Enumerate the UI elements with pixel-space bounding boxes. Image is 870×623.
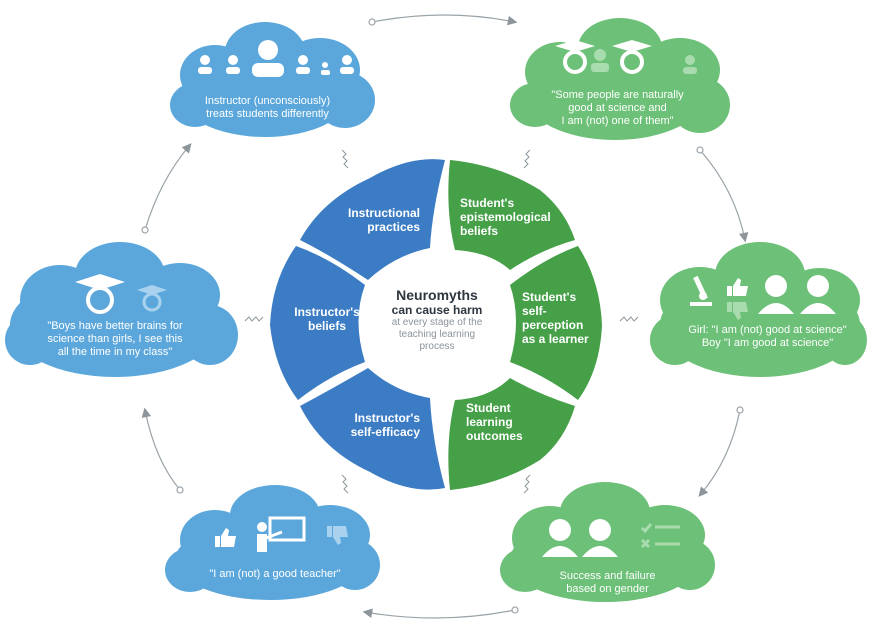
cloud-text-line: good at science and — [568, 102, 667, 114]
graduate-icon — [75, 274, 125, 314]
cloud-left-text: "Boys have better brains for science tha… — [20, 320, 210, 359]
cloud-right-text: Girl: "I am (not) good at science" Boy "… — [675, 324, 860, 350]
thumbs-down-icon — [727, 302, 748, 320]
segment-label-instructors-beliefs: Instructor's beliefs — [294, 305, 360, 333]
segment-student-learning-outcomes — [448, 378, 575, 490]
thumbs-up-icon — [215, 528, 236, 547]
segment-student-epistemological-beliefs — [448, 160, 575, 270]
arrow-top — [371, 14, 518, 26]
cloud-top-right-text: "Some people are naturally good at scien… — [530, 89, 705, 128]
arrow-top-start-dot — [368, 18, 376, 26]
segment-instructional-practices — [300, 159, 445, 280]
center-title: Neuromyths — [396, 287, 478, 303]
student-icon — [591, 49, 609, 72]
cloud-text-line: "Some people are naturally — [551, 89, 684, 101]
cloud-text-line: all the time in my class" — [57, 346, 173, 358]
cloud-bottom-right-icons — [542, 519, 680, 557]
teacher-icon — [257, 516, 306, 552]
thumbs-down-icon — [327, 526, 348, 545]
cycle-arrows — [141, 14, 749, 619]
microscope-icon — [690, 275, 712, 306]
center-subtitle: can cause harm — [391, 303, 483, 317]
cloud-text-line: "I am (not) a good teacher" — [209, 568, 341, 580]
girl-icon — [542, 519, 578, 557]
arrow-right-lower — [698, 409, 741, 497]
cloud-text-line: "Boys have better brains for — [47, 320, 183, 332]
cloud-text-line: based on gender — [566, 583, 649, 595]
thumbs-up-icon — [727, 278, 748, 296]
girl-icon — [758, 275, 794, 314]
cloud-top-right-icons — [555, 40, 697, 74]
center-desc-line: process — [419, 341, 455, 352]
checklist-icon — [640, 523, 680, 549]
cloud-text-line: treats students differently — [206, 108, 329, 120]
ring-segments — [270, 159, 602, 490]
segment-instructors-self-efficacy — [300, 368, 445, 490]
segment-student-self-perception — [510, 246, 602, 400]
segment-instructors-beliefs — [270, 246, 365, 400]
cloud-right-icons — [690, 275, 836, 320]
cloud-top-left-icons — [198, 40, 354, 77]
cloud-bottom-left-icons — [215, 516, 348, 552]
segment-label-student-self-perception: Student's self- perception as a learner — [522, 290, 589, 346]
cloud-text-line: Success and failure — [559, 570, 656, 582]
cloud-bottom-left — [165, 485, 380, 600]
arrow-bottom — [362, 608, 516, 619]
graduate-icon — [612, 40, 652, 74]
arrow-left-upper — [144, 143, 192, 231]
cloud-text-line: I am (not) one of them" — [561, 115, 674, 127]
cloud-text-line: Girl: "I am (not) good at science" — [688, 324, 847, 336]
center-desc-line: teaching learning — [398, 329, 476, 340]
segment-label-student-learning-outcomes: Student learning outcomes — [466, 401, 523, 443]
segment-label-student-epistemological-beliefs: Student's epistemological beliefs — [460, 196, 551, 238]
student-group-icon — [198, 40, 354, 77]
cloud-bottom-right-text: Success and failure based on gender — [525, 570, 690, 596]
student-icon — [683, 55, 697, 74]
segment-label-instructional-practices: Instructional practices — [347, 206, 420, 234]
center-desc-line: at every stage of the — [391, 317, 483, 328]
cloud-left-icons — [75, 274, 167, 314]
boy-icon — [800, 275, 836, 314]
arrow-right-upper — [699, 149, 749, 243]
graduate-icon — [555, 40, 595, 74]
cloud-bottom-left-text: "I am (not) a good teacher" — [190, 568, 360, 581]
squiggle-connectors — [244, 149, 639, 494]
arrow-left-lower — [141, 407, 181, 491]
segment-label-instructors-self-efficacy: Instructor's self-efficacy — [350, 411, 420, 439]
cloud-text-line: Boy "I am good at science" — [701, 337, 834, 349]
center-text: Neuromyths can cause harm at every stage… — [382, 287, 492, 353]
cloud-text-line: science than girls, I see this — [47, 333, 183, 345]
cloud-top-left-text: Instructor (unconsciously) treats studen… — [185, 95, 350, 121]
cloud-right — [650, 242, 867, 377]
cloud-left — [5, 242, 238, 377]
graduate-icon — [137, 285, 167, 312]
boy-icon — [582, 519, 618, 557]
cloud-text-line: Instructor (unconsciously) — [204, 95, 331, 107]
